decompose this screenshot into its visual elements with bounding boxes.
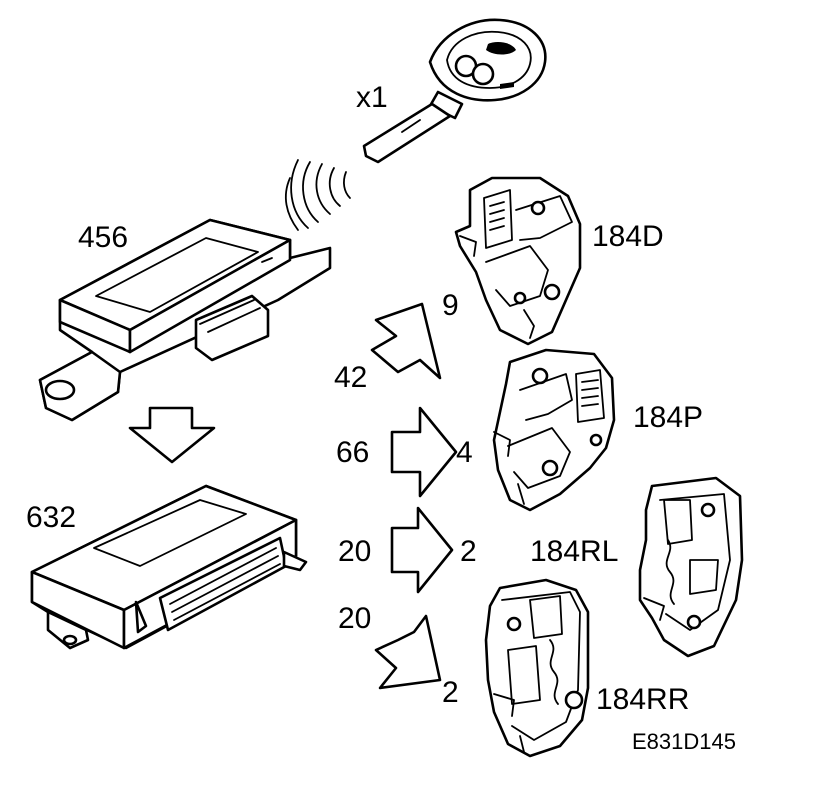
arrow-20b-input-label: 20 <box>338 602 372 635</box>
lock-184d-label: 184D <box>592 220 664 253</box>
arrow-66-icon <box>390 406 458 498</box>
lock-184d-icon <box>454 176 582 346</box>
arrow-42-input-label: 42 <box>334 361 368 394</box>
arrow-20a-icon <box>390 506 454 594</box>
arrow-42-output-label: 9 <box>442 289 459 322</box>
lock-184p-icon <box>492 348 616 512</box>
figure-id-label: E831D145 <box>632 729 736 754</box>
key-quantity-label: x1 <box>356 81 388 114</box>
lock-184p-label: 184P <box>633 401 704 434</box>
lock-184rl-label: 184RL <box>530 535 619 568</box>
arrow-42-icon <box>370 302 442 380</box>
lock-184rl-icon <box>638 476 744 658</box>
module-632-label: 632 <box>26 501 77 534</box>
arrow-66-output-label: 4 <box>456 436 473 469</box>
radio-wave-icon <box>284 159 351 231</box>
lock-184rr-icon <box>484 578 590 758</box>
arrow-20b-output-label: 2 <box>442 676 459 709</box>
module-456-icon <box>38 218 332 422</box>
arrow-66-input-label: 66 <box>336 436 370 469</box>
module-632-icon <box>30 484 308 650</box>
arrow-20a-output-label: 2 <box>460 535 477 568</box>
remote-key-icon <box>362 18 547 164</box>
module-456-label: 456 <box>78 221 129 254</box>
down-arrow-icon <box>128 406 216 464</box>
arrow-20b-icon <box>374 614 442 690</box>
arrow-20a-input-label: 20 <box>338 535 372 568</box>
lock-184rr-label: 184RR <box>596 683 690 716</box>
